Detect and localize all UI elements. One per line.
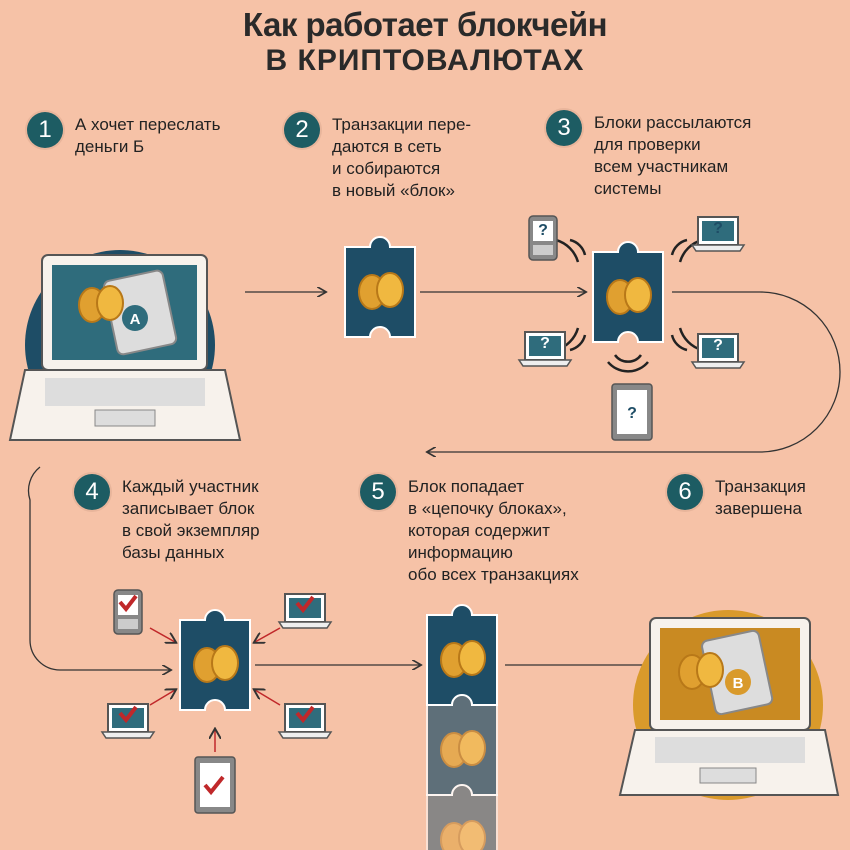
step-number: 3 [546,110,582,146]
wallet-icon [701,629,774,716]
receiver-laptop [618,610,840,800]
receiver-label: B [733,675,744,692]
question-mark-icon: ? [713,337,723,354]
question-mark-icon: ? [713,220,723,237]
step-2: 2 Транзакции пере- даются в сеть и собир… [284,112,471,202]
step-5: 5 Блок попадает в «цепочку блоках», кото… [360,474,579,586]
step-text: А хочет переслать деньги Б [75,115,221,156]
sender-label: A [130,311,141,328]
step-number: 4 [74,474,110,510]
title-line-1: Как работает блокчейн [242,6,608,43]
step-number: 6 [667,474,703,510]
participant-devices-unverified [518,215,745,441]
step-number: 5 [360,474,396,510]
question-mark-icon: ? [538,222,548,239]
verified-block [179,609,251,711]
verify-arrows [149,627,281,752]
step-1: 1 А хочет переслать деньги Б [27,112,220,158]
question-mark-icon: ? [627,405,637,422]
step-number: 1 [27,112,63,148]
step-3: 3 Блоки рассылаются для проверки всем уч… [546,110,751,200]
broadcast-block [592,241,664,343]
step-6: 6 Транзакция завершена [667,474,806,520]
step-text: Каждый участник записывает блок в свой э… [122,477,260,562]
step-text: Транзакция завершена [715,477,806,518]
step-text: Блок попадает в «цепочку блоках», котора… [408,477,579,584]
check-icons [118,594,315,796]
step-text: Транзакции пере- даются в сеть и собираю… [332,115,472,200]
step-number: 2 [284,112,320,148]
wallet-icon [103,269,178,356]
participant-devices-verified [101,589,332,814]
step-4: 4 Каждый участник записывает блок в свой… [74,474,260,564]
title-line-2: В КРИПТОВАЛЮТАХ [265,44,585,77]
blockchain [426,604,498,850]
sender-laptop [8,250,242,441]
new-block [344,236,416,338]
signal-waves [555,238,703,373]
question-mark-icon: ? [540,335,550,352]
step-text: Блоки рассылаются для проверки всем учас… [594,113,752,198]
